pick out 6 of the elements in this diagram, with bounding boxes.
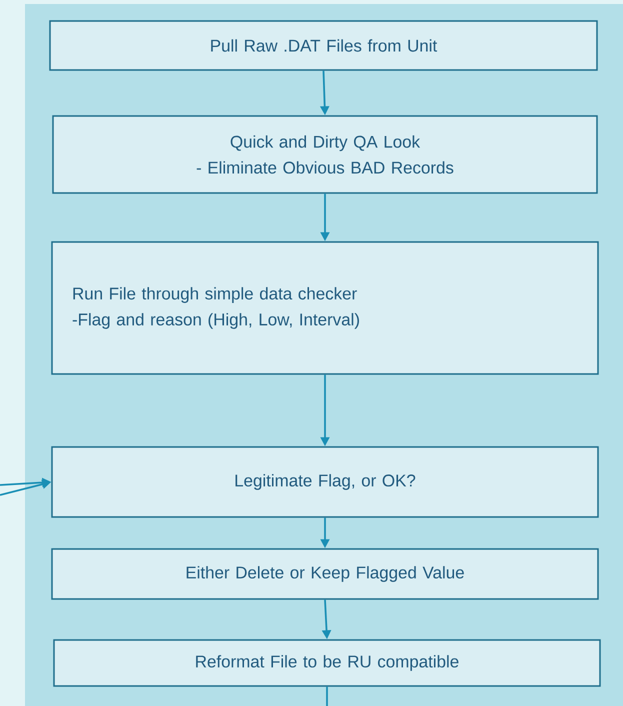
process-box: Run File through simple data checker -Flag and reason (High, Low, Interval) xyxy=(51,241,599,375)
process-box: Either Delete or Keep Flagged Value xyxy=(51,548,599,600)
process-box: Legitimate Flag, or OK? xyxy=(51,446,599,518)
process-box: Quick and Dirty QA Look - Eliminate Obvious BAD Records xyxy=(52,115,598,194)
process-box: Pull Raw .DAT Files from Unit xyxy=(49,20,598,71)
process-box: Reformat File to be RU compatible xyxy=(53,639,601,687)
